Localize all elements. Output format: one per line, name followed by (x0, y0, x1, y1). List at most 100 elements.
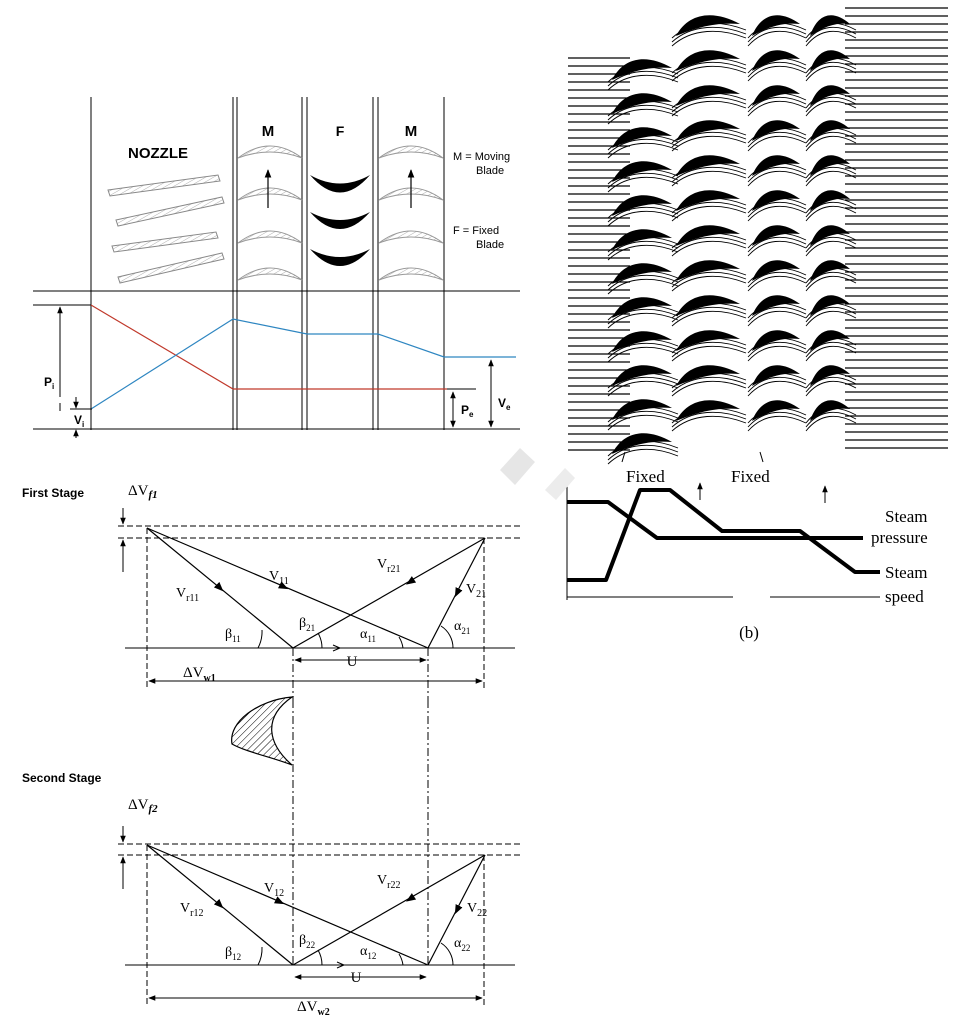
streamline (607, 274, 679, 291)
streamline (607, 104, 679, 121)
streamline (671, 170, 747, 187)
fixed-row-blade (752, 190, 800, 211)
streamline (607, 406, 679, 423)
streamline (805, 271, 857, 288)
nozzle-label: NOZZLE (128, 145, 188, 162)
streamline (805, 197, 857, 214)
fixed-row-blade (752, 365, 800, 386)
streamline (805, 341, 857, 358)
v22-arrowhead (454, 903, 463, 915)
v12-arrowhead (273, 896, 285, 905)
streamline (747, 26, 807, 43)
second-moving-row-blade (810, 120, 850, 141)
fixed-label: F (336, 123, 345, 139)
streamline (747, 135, 807, 152)
streamline (607, 66, 679, 83)
streamline (671, 166, 747, 183)
moving-row-blade (676, 365, 740, 386)
stage2-alpha12-label: α12 (360, 944, 376, 961)
moving-row-blade (676, 85, 740, 106)
velocity-line (90, 318, 516, 410)
streamline (805, 267, 857, 284)
steam-pressure-label-line1: Steam (885, 507, 928, 526)
streamline (747, 376, 807, 393)
streamline (805, 201, 857, 218)
streamline (671, 205, 747, 222)
streamline (747, 166, 807, 183)
streamline (747, 61, 807, 78)
stage1-vr21-label: Vr21 (377, 557, 400, 575)
streamline (671, 135, 747, 152)
second-moving-row-blade (810, 50, 850, 71)
streamline (671, 407, 747, 424)
stage1-alpha21-arc (440, 625, 454, 649)
streamline (671, 271, 747, 288)
steam-speed-curve (567, 488, 880, 582)
streamline (671, 240, 747, 257)
streamline (607, 172, 679, 189)
streamline (607, 176, 679, 193)
streamline (607, 142, 679, 159)
streamline (607, 108, 679, 125)
vector-vr21 (292, 537, 486, 649)
streamline (805, 57, 857, 74)
streamline (607, 236, 679, 253)
streamline (747, 415, 807, 432)
streamline (671, 197, 747, 214)
second-moving-row-blade (810, 190, 850, 211)
streamline (671, 337, 747, 354)
streamline (607, 444, 679, 461)
v11-arrowhead (277, 581, 289, 590)
second-moving-row-blade (810, 400, 850, 421)
streamline (607, 312, 679, 329)
streamline (805, 310, 857, 327)
streamline (747, 240, 807, 257)
moving-row-blade (676, 260, 740, 281)
streamline (747, 162, 807, 179)
watermark-mark-2 (545, 468, 575, 500)
streamline (747, 267, 807, 284)
moving-row-blade (676, 190, 740, 211)
streamline (747, 170, 807, 187)
streamline (671, 65, 747, 82)
stage1-alpha11-arc (398, 636, 404, 649)
streamline (805, 302, 857, 319)
vr22-arrowhead (406, 893, 417, 902)
streamline (805, 96, 857, 113)
streamline (805, 240, 857, 257)
streamline (747, 92, 807, 109)
streamline (805, 205, 857, 222)
second-moving-row-blade (810, 260, 850, 281)
streamline (747, 96, 807, 113)
nozzle-row-blade (612, 161, 672, 182)
streamline (607, 346, 679, 363)
streamline (805, 376, 857, 393)
stage1-v11-label: V11 (269, 569, 289, 587)
streamline (671, 127, 747, 144)
streamline (747, 100, 807, 117)
moving-row-blade (676, 400, 740, 421)
legend-fixed-line1: F = Fixed (453, 225, 499, 237)
nozzle-row-blade (612, 331, 672, 352)
fixed-row-blade (752, 120, 800, 141)
streamline (671, 236, 747, 253)
legend-moving-line1: M = Moving (453, 151, 510, 163)
streamline (671, 26, 747, 43)
streamline (671, 302, 747, 319)
streamline (671, 345, 747, 362)
streamline (607, 244, 679, 261)
stage1-beta21-label: β21 (299, 616, 315, 633)
streamline (671, 306, 747, 323)
streamline (607, 270, 679, 287)
stage2-v12-label: V12 (264, 881, 284, 899)
first-stage-title: First Stage (22, 486, 84, 500)
fixed-pointer-2 (759, 451, 764, 463)
streamline (747, 275, 807, 292)
nozzle-row-blade (612, 263, 672, 284)
streamline (607, 278, 679, 295)
moving-row-blade (676, 295, 740, 316)
streamline (607, 410, 679, 427)
streamline (607, 210, 679, 227)
streamline (805, 275, 857, 292)
